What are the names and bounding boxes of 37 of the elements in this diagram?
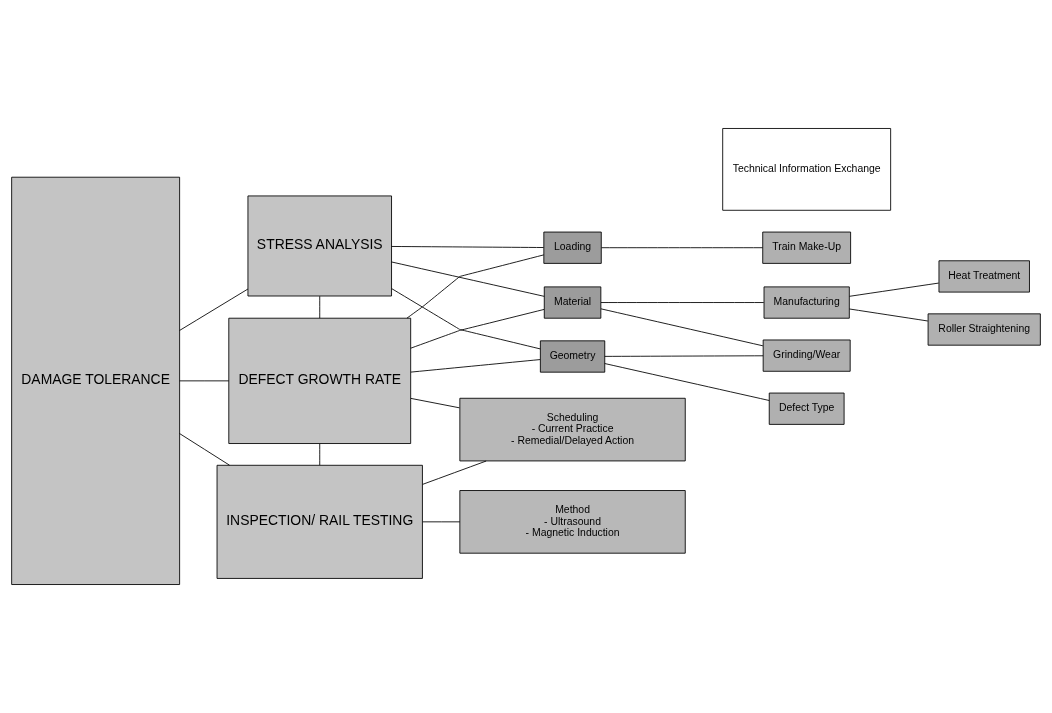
node-box: DEFECT GROWTH RATE [228, 317, 412, 444]
node-box: DAMAGE TOLERANCE [11, 176, 181, 585]
node-box: Roller Straightening [927, 313, 1041, 346]
node-box: INSPECTION/ RAIL TESTING [216, 464, 423, 579]
connector [319, 295, 321, 319]
connector [849, 308, 929, 322]
node-box: Loading [543, 231, 602, 264]
connector [391, 288, 541, 350]
connector [410, 359, 541, 373]
connector [604, 363, 770, 401]
connector [422, 521, 461, 523]
connector [601, 247, 764, 249]
node-box: Scheduling - Current Practice - Remedial/Delayed Action [459, 397, 686, 462]
connector [849, 282, 940, 297]
node-box: Heat Treatment [938, 260, 1030, 293]
node-box: Method - Ultrasound - Magnetic Induction [459, 490, 686, 554]
node-box: Defect Type [768, 392, 845, 425]
node-box: Grinding/Wear [762, 339, 851, 372]
connector [391, 246, 545, 248]
connector [391, 261, 545, 297]
connector [410, 397, 460, 409]
connector [179, 433, 230, 466]
node-box: Train Make-Up [762, 231, 852, 264]
connector [600, 308, 764, 347]
connector [406, 254, 545, 319]
node-box: Technical Information Exchange [722, 128, 892, 211]
node-box: Geometry [539, 340, 606, 373]
connector [179, 288, 249, 331]
connector [179, 380, 230, 382]
connector [410, 309, 545, 349]
node-box: STRESS ANALYSIS [247, 195, 392, 297]
connector [604, 355, 764, 357]
connector [422, 460, 487, 485]
connector [600, 302, 765, 303]
node-box: Manufacturing [763, 286, 850, 319]
node-box: Material [543, 286, 602, 319]
connector [319, 443, 321, 466]
